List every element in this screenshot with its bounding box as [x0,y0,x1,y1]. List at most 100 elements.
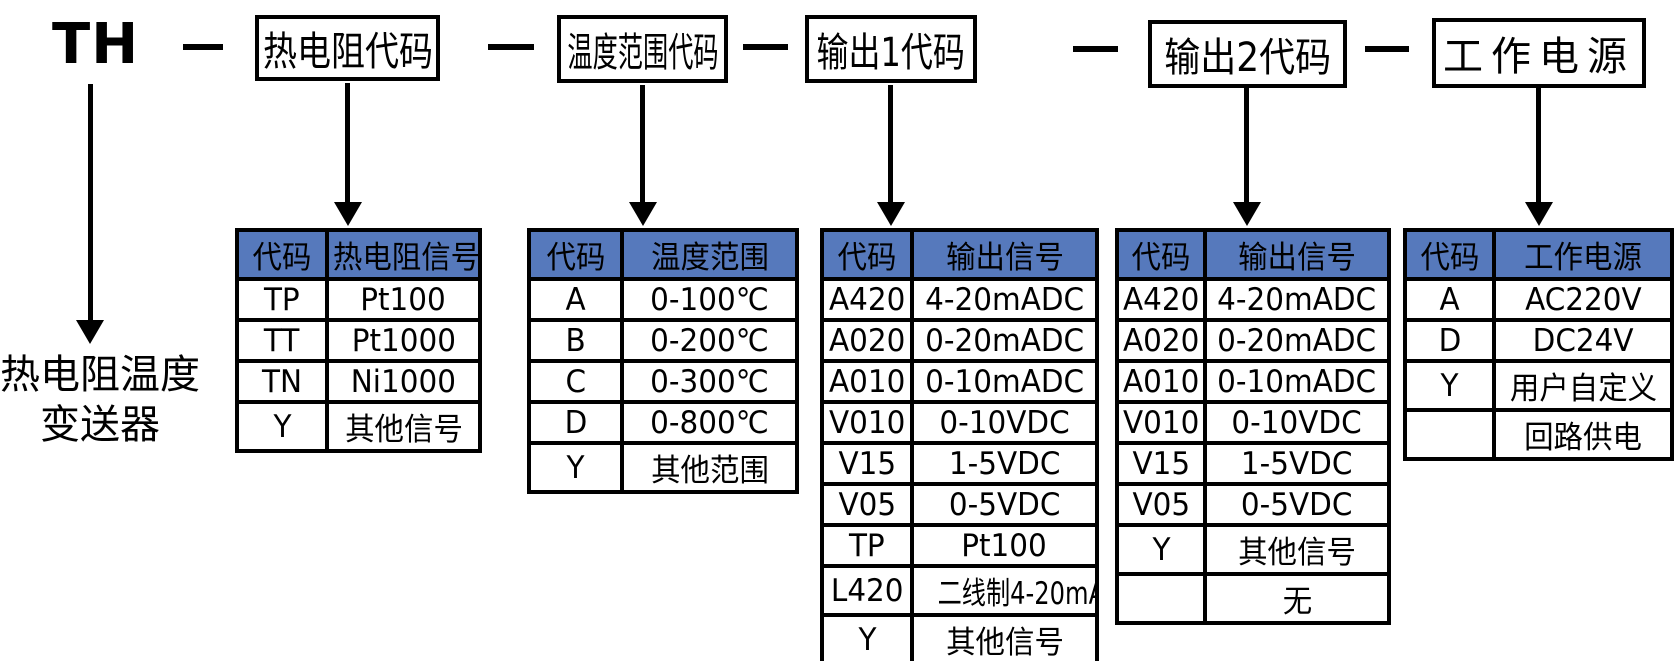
column-header: 代码 [1115,228,1207,281]
code-cell: C [527,359,624,404]
value-cell: 0-20mADC [910,318,1099,363]
value-cell: 用户自定义 [1492,359,1674,412]
value-cell: 0-800℃ [620,400,799,445]
code-cell: V05 [820,482,914,527]
value-cell: Pt1000 [325,318,482,363]
code-cell: Y [1403,359,1496,412]
code-cell: V010 [1115,400,1207,445]
value-cell: Ni1000 [325,359,482,404]
code-cell: A420 [1115,277,1207,322]
rtd-code-box: 热电阻代码 [255,15,440,81]
code-cell: B [527,318,624,363]
value-cell: 0-5VDC [1203,482,1391,527]
value-cell: 0-10VDC [910,400,1099,445]
output2-code-box: 输出2代码 [1148,20,1347,88]
code-cell: A010 [1115,359,1207,404]
value-cell: 其他信号 [325,400,482,453]
product-name-line1: 热电阻温度 [0,352,200,398]
code-cell [1403,408,1496,461]
value-cell: AC220V [1492,277,1674,322]
code-cell: L420 [820,564,914,617]
power-supply-code-box-label: 工作电源 [1443,34,1635,80]
temperature-range-code-box-label: 温度范围代码 [566,30,719,76]
value-cell: 0-10mADC [1203,359,1391,404]
arrow-down-icon [334,202,362,226]
column-header: 代码 [1403,228,1496,281]
temperature-range-code-box: 温度范围代码 [557,15,728,83]
value-cell: 1-5VDC [1203,441,1391,486]
code-cell: A [1403,277,1496,322]
code-cell: V010 [820,400,914,445]
value-cell: DC24V [1492,318,1674,363]
header-row: 代码输出信号 [820,228,1099,281]
column-header: 输出信号 [1203,228,1391,281]
value-cell: 无 [1203,572,1391,625]
code-cell: A020 [1115,318,1207,363]
value-cell: Pt100 [325,277,482,322]
code-cell [1115,572,1207,625]
product-name: 热电阻温度 变送器 [0,350,200,450]
arrow-down-icon [1233,202,1261,226]
code-cell: TN [235,359,329,404]
column-header: 热电阻信号 [325,228,482,281]
column-header: 代码 [235,228,329,281]
output2-code-box-label: 输出2代码 [1164,35,1331,81]
code-cell: A020 [820,318,914,363]
column-header: 工作电源 [1492,228,1674,281]
value-cell: 0-5VDC [910,482,1099,527]
value-cell: 0-200℃ [620,318,799,363]
arrow-line [888,85,893,202]
connector-dash [1073,46,1118,52]
value-cell: 4-20mADC [1203,277,1391,322]
rtd-code-box-label: 热电阻代码 [262,29,433,75]
arrow-down-icon [1525,202,1553,226]
code-cell: A [527,277,624,322]
code-cell: A420 [820,277,914,322]
code-cell: V05 [1115,482,1207,527]
value-cell: 1-5VDC [910,441,1099,486]
arrow-line [88,84,93,320]
arrow-line [1244,88,1249,202]
code-cell: TT [235,318,329,363]
column-header: 输出信号 [910,228,1099,281]
header-row: 代码热电阻信号 [235,228,482,281]
code-cell: TP [820,523,914,568]
value-cell: 其他信号 [910,613,1099,661]
product-name-line2: 变送器 [40,402,160,448]
value-cell: 其他信号 [1203,523,1391,576]
code-cell: Y [235,400,329,453]
arrow-down-icon [877,202,905,226]
value-cell: 其他范围 [620,441,799,494]
value-cell: 0-300℃ [620,359,799,404]
code-cell: D [527,400,624,445]
code-cell: A010 [820,359,914,404]
header-row: 代码输出信号 [1115,228,1391,281]
arrow-down-icon [629,202,657,226]
value-cell: 0-100℃ [620,277,799,322]
power-supply-code-box: 工作电源 [1432,18,1646,88]
